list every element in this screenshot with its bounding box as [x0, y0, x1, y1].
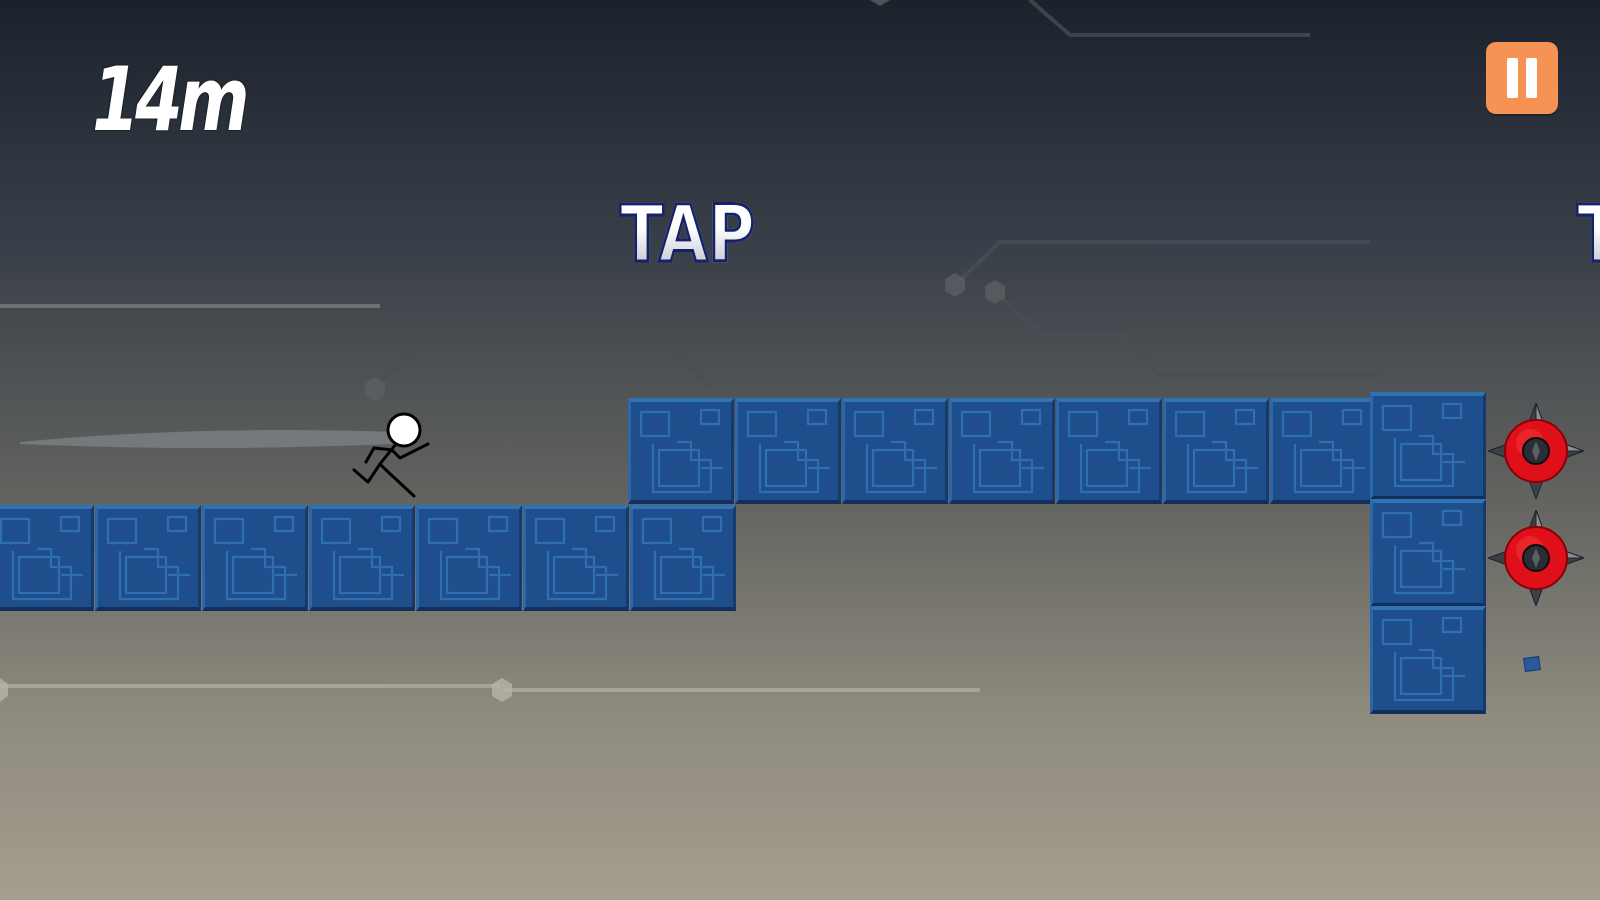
spiked-ball-icon: [1486, 401, 1586, 501]
tap-prompt-offscreen: T: [1576, 195, 1600, 276]
platform-tile: [630, 505, 736, 611]
platform-tile: [309, 505, 415, 611]
platform-tile: [1163, 398, 1269, 504]
platform-tile: [949, 398, 1055, 504]
platform-tile: [202, 505, 308, 611]
platform-tile: [1056, 398, 1162, 504]
platform-tile: [628, 398, 734, 504]
platform-tile: [1370, 606, 1486, 714]
platform-tile: [1370, 499, 1486, 607]
platform-tile: [735, 398, 841, 504]
platform-tile: [1370, 392, 1486, 500]
platform-tile: [842, 398, 948, 504]
block-debris: [1523, 655, 1541, 673]
pause-icon: [1507, 58, 1518, 98]
distance-counter: 14m: [92, 48, 250, 151]
stickman-runner-icon: [352, 412, 430, 498]
platform-tile: [95, 505, 201, 611]
platform-tile: [0, 505, 94, 611]
spiked-ball-icon: [1486, 508, 1586, 608]
pause-icon: [1526, 58, 1537, 98]
tap-prompt: TAP: [619, 190, 756, 280]
platform-tile: [416, 505, 522, 611]
pause-button[interactable]: [1486, 42, 1558, 114]
platform-tile: [523, 505, 629, 611]
platform-tile: [1270, 398, 1376, 504]
